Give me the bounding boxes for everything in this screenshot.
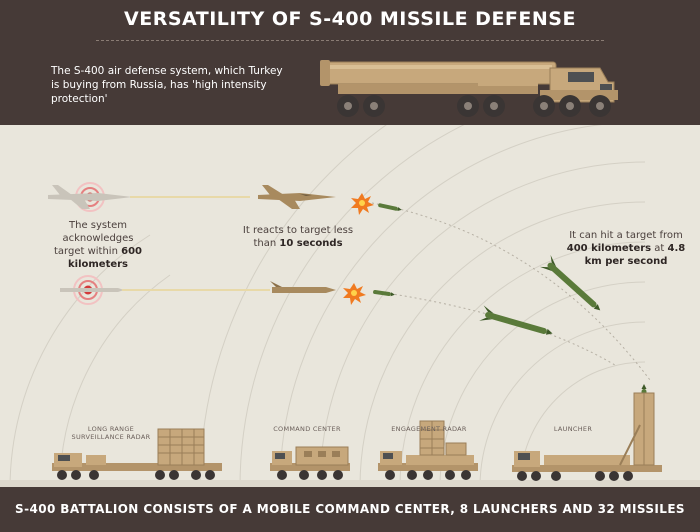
page-title: VERSATILITY OF S-400 MISSILE DEFENSE <box>124 8 576 30</box>
missile-icon <box>378 203 402 212</box>
footer-summary: S-400 BATTALION CONSISTS OF A MOBILE COM… <box>15 502 685 516</box>
explosion-icon-lower <box>343 283 366 305</box>
label-command-center: COMMAND CENTER <box>273 425 341 433</box>
interceptor-missile-icon-2 <box>479 305 553 335</box>
command-center-vehicle <box>270 446 350 480</box>
interceptor-missile-icon <box>373 290 395 297</box>
engagement-diagram <box>0 125 700 487</box>
trajectory-line <box>371 202 651 381</box>
ghost-cruise-missile-icon <box>60 288 124 292</box>
title-divider <box>96 40 604 41</box>
surveillance-radar-vehicle <box>52 428 222 480</box>
explosion-icon <box>351 193 374 215</box>
caption-hit-range: It can hit a target from 400 kilometers … <box>566 230 686 267</box>
engagement-radar-vehicle <box>378 420 478 480</box>
caption-reacts: It reacts to target less than 10 seconds <box>242 225 354 249</box>
footer-band: S-400 BATTALION CONSISTS OF A MOBILE COM… <box>0 487 700 532</box>
ghost-jet-icon <box>48 185 132 209</box>
caption-acknowledges: The system acknowledges target within 60… <box>54 220 142 270</box>
launcher-vehicle <box>512 392 662 481</box>
launcher-truck-illustration <box>320 60 618 117</box>
trajectory-line-lower <box>379 291 616 366</box>
header-band: VERSATILITY OF S-400 MISSILE DEFENSE The… <box>0 0 700 125</box>
fighter-jet-icon <box>258 185 336 209</box>
ground-strip <box>0 480 700 487</box>
label-engagement-radar: ENGAGEMENT RADAR <box>391 425 467 433</box>
intro-text: The S-400 air defense system, which Turk… <box>51 65 283 105</box>
label-surveillance-radar: LONG RANGE SURVEILLANCE RADAR <box>71 425 151 441</box>
label-launcher: LAUNCHER <box>553 425 593 433</box>
cruise-missile-icon <box>270 281 336 293</box>
